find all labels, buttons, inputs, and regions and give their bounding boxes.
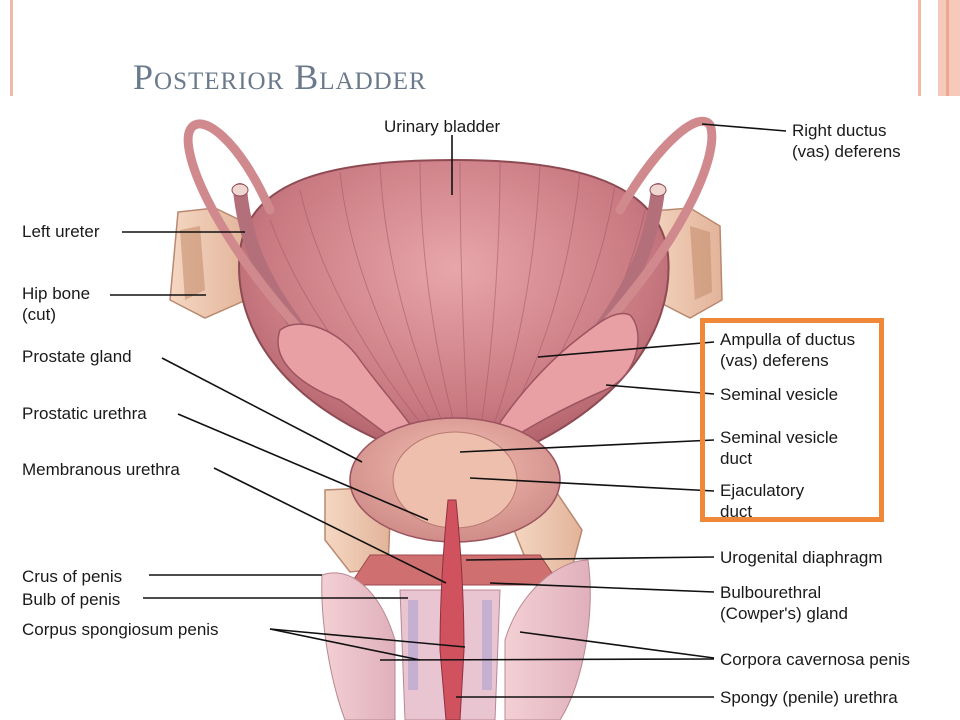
label-crus-of-penis: Crus of penis	[22, 567, 123, 586]
label-svd-line1: Seminal vesicle	[720, 428, 839, 447]
label-seminal-vesicle-duct: Seminal vesicle duct	[720, 427, 838, 469]
slide-title: Posterior Bladder	[133, 57, 427, 97]
label-hip-bone-line1: Hip bone	[22, 284, 91, 303]
urethra	[439, 499, 465, 720]
label-urinary-bladder: Urinary bladder	[384, 117, 501, 136]
label-ampulla-line2: (vas) deferens	[720, 351, 829, 370]
label-hip-bone: Hip bone (cut)	[22, 283, 90, 325]
label-urogenital-diaphragm: Urogenital diaphragm	[720, 548, 883, 567]
label-hip-bone-line2: (cut)	[22, 305, 56, 324]
label-membranous-urethra: Membranous urethra	[22, 460, 180, 479]
label-ejaculatory-duct: Ejaculatory duct	[720, 480, 804, 522]
label-right-ductus-line2: (vas) deferens	[792, 142, 901, 161]
slide-frame-left	[0, 0, 13, 96]
label-ampulla: Ampulla of ductus (vas) deferens	[720, 329, 855, 371]
label-ejaculatory-line2: duct	[720, 502, 753, 521]
label-bulb-of-penis: Bulb of penis	[22, 590, 121, 609]
leader-lines	[110, 123, 787, 698]
anatomy-illustration	[110, 116, 787, 720]
label-left-ureter: Left ureter	[22, 222, 100, 241]
highlight-box	[700, 318, 884, 522]
label-prostatic-urethra: Prostatic urethra	[22, 404, 147, 423]
label-ejaculatory-line1: Ejaculatory	[720, 481, 805, 500]
prostate-gland	[349, 417, 561, 543]
slide-frame-right-band	[938, 0, 960, 96]
label-right-ductus-deferens: Right ductus (vas) deferens	[792, 120, 901, 162]
label-corpora-cavernosa: Corpora cavernosa penis	[720, 650, 910, 669]
label-seminal-vesicle: Seminal vesicle	[720, 385, 839, 404]
label-bulbourethral-gland: Bulbourethral (Cowper's) gland	[720, 582, 848, 624]
label-ampulla-line1: Ampulla of ductus	[720, 330, 856, 349]
label-corpus-spongiosum: Corpus spongiosum penis	[22, 620, 219, 639]
label-bulbourethral-line2: (Cowper's) gland	[720, 604, 848, 623]
label-right-ductus-line1: Right ductus	[792, 121, 887, 140]
label-bulbourethral-line1: Bulbourethral	[720, 583, 822, 602]
slide-frame-right-line	[946, 0, 949, 96]
label-spongy-urethra: Spongy (penile) urethra	[720, 688, 898, 707]
label-prostate-gland: Prostate gland	[22, 347, 132, 366]
slide-frame-right	[918, 0, 921, 96]
hip-bone-left	[169, 207, 249, 319]
label-svd-line2: duct	[720, 449, 753, 468]
